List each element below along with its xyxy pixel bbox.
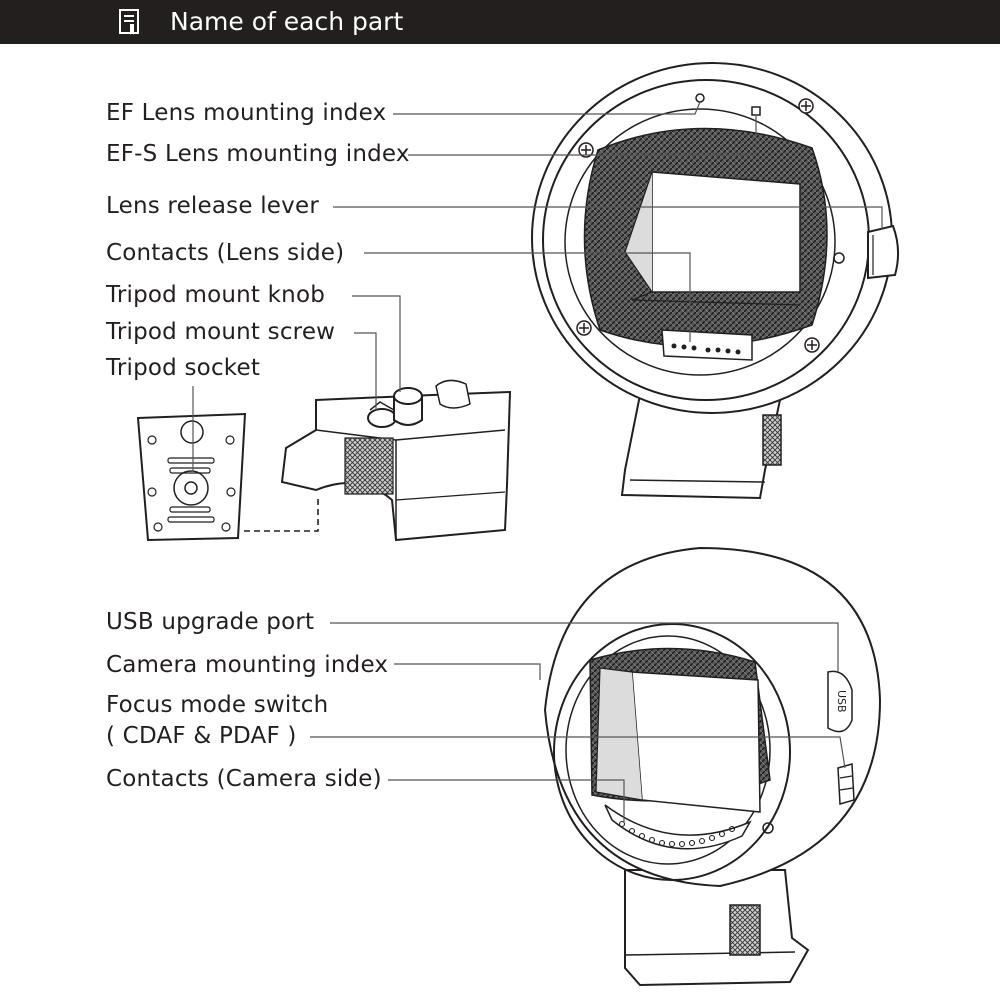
tripod-knurl [344,437,394,495]
adapter-rear-view [543,546,882,987]
label-lens-release-lever: Lens release lever [106,193,319,219]
rear-sensor-window [631,671,761,813]
camera-contacts [604,804,752,850]
manual-book-icon [119,9,139,35]
label-focus-mode-switch: Focus mode switch [106,692,329,718]
label-usb-upgrade-port: USB upgrade port [106,609,315,635]
rear-foot-knurl [729,904,761,956]
tripod-mount-detail [136,379,512,542]
usb-port-marking: USB [835,690,848,713]
adapter-rear-foot [624,869,810,987]
lens-release-lever [867,224,899,280]
label-focus-mode-switch-sub: ( CDAF & PDAF ) [106,723,297,749]
label-efs-lens-mounting-index: EF-S Lens mounting index [106,141,410,167]
tripod-socket-hole [173,470,209,506]
label-ef-lens-mounting-index: EF Lens mounting index [106,100,387,126]
label-tripod-socket: Tripod socket [106,355,261,381]
focus-mode-switch [837,763,855,805]
header-bar: Name of each part [0,0,1000,44]
sensor-window [651,171,801,293]
page-title: Name of each part [170,7,404,36]
tripod-mount-screw [367,408,397,428]
adapter-front-view [531,62,899,500]
usb-upgrade-port [827,670,853,733]
leader-lines [192,101,883,822]
mount-screws [576,98,820,353]
label-tripod-mount-screw: Tripod mount screw [106,319,336,345]
efs-index-mark [751,106,761,116]
foot-knurl [762,414,782,466]
tripod-base-plate [136,412,247,542]
label-contacts-lens-side: Contacts (Lens side) [106,240,345,266]
label-camera-mounting-index: Camera mounting index [106,652,389,678]
label-tripod-mount-knob: Tripod mount knob [106,282,326,308]
label-contacts-camera-side: Contacts (Camera side) [106,766,382,792]
